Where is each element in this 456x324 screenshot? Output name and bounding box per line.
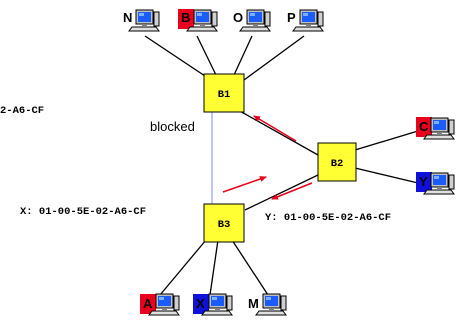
link-b2-y [354,167,419,184]
host-p: P [287,9,324,32]
arrow-b2-to-b3 [271,182,313,200]
host-m-label: M [248,296,259,311]
host-a-label: A [143,296,153,311]
link-n-b1 [144,35,209,79]
mac-address-x: X: 01-00-5E-02-A6-CF [20,206,146,218]
host-b-highlight [178,9,194,29]
computer-icon [239,9,271,32]
host-b-label: B [181,10,190,25]
link-b2-b3 [244,174,319,211]
link-b2-c [354,130,419,151]
bridge-b2: B2 [317,142,357,182]
bridge-b1-label: B1 [218,89,231,101]
host-x: X [193,293,233,316]
blocked-label: blocked [150,119,195,134]
mac-address-partial: 2-A6-CF [0,105,44,117]
computer-icon [255,293,287,316]
computer-icon [128,9,160,32]
host-y-label: Y [419,174,428,189]
host-a-highlight [140,294,156,314]
host-o-label: O [233,10,243,25]
computer-icon [292,9,324,32]
host-x-highlight [193,294,209,314]
link-p-b1 [243,35,305,81]
host-b: B [178,9,218,32]
host-y-highlight [416,172,432,192]
arrow-b3-to-b2 [222,176,267,193]
bridge-b3: B3 [203,203,245,243]
host-p-label: P [287,10,296,25]
host-c-highlight [416,117,432,137]
host-x-label: X [196,296,205,311]
host-a: A [140,293,180,316]
links [144,35,419,296]
link-b-b1 [196,35,217,76]
link-b1-b2 [237,109,319,156]
host-n-label: N [123,10,132,25]
link-b3-m [231,239,269,296]
host-y: Y [416,172,455,195]
bridge-b1: B1 [203,73,245,113]
link-o-b1 [233,35,253,76]
mac-address-y: Y: 01-00-5E-02-A6-CF [265,212,391,224]
link-b3-x [209,239,219,296]
arrow-b2-to-b1 [253,115,297,142]
bridge-b3-label: B3 [218,219,231,231]
host-n: N [123,9,160,32]
host-c: C [416,117,455,140]
bridge-b2-label: B2 [331,158,344,170]
frame-arrows [222,115,313,200]
link-b3-a [159,239,207,296]
host-m: M [248,293,287,316]
host-c-label: C [419,119,429,134]
host-o: O [233,9,271,32]
